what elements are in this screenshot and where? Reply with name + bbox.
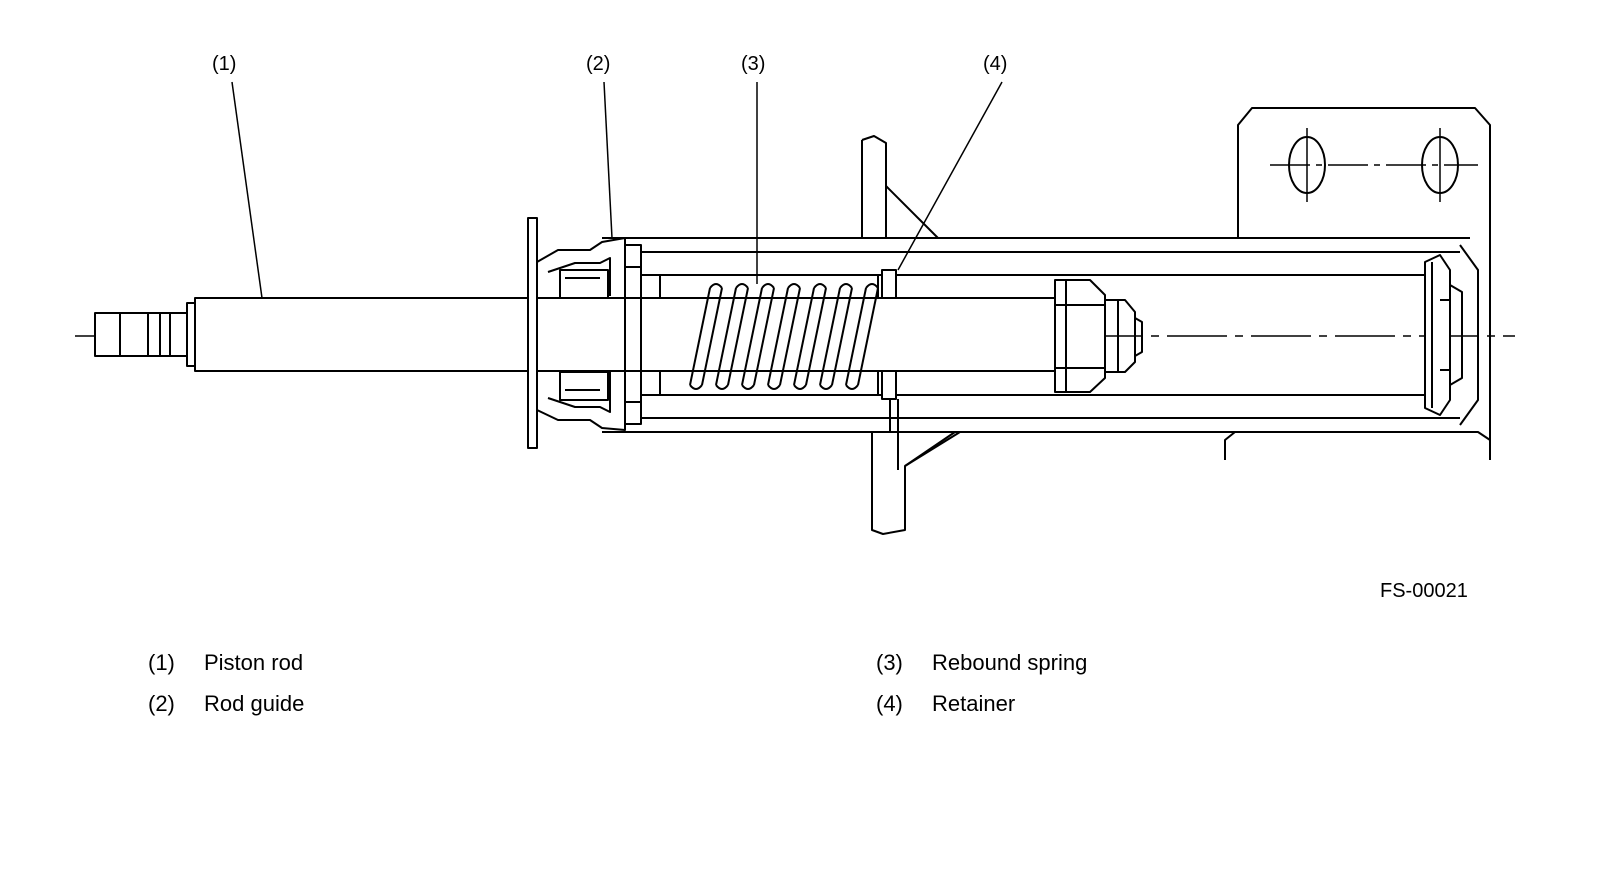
mounting-bracket: [1224, 107, 1491, 460]
legend-text: Rod guide: [204, 691, 305, 716]
inner-cylinder: [640, 267, 1440, 402]
base-valve: [1424, 240, 1491, 460]
legend-number: (1): [148, 650, 175, 675]
rebound-spring: [689, 283, 879, 390]
legend-number: (3): [876, 650, 903, 675]
bearing-plate: [527, 217, 538, 449]
retainer: [877, 269, 899, 470]
callout-label-1: (1): [212, 53, 236, 75]
callout-label-3: (3): [741, 53, 765, 75]
legend-text: Rebound spring: [932, 650, 1088, 675]
figure-id: FS-00021: [1380, 580, 1468, 602]
rod-threaded-end: [94, 302, 196, 367]
callout-label-4: (4): [983, 53, 1007, 75]
leader-lines: [231, 81, 1003, 299]
rod-guide: [536, 237, 642, 431]
legend-item-rebound-spring: (3) Rebound spring: [876, 650, 1087, 676]
legend-number: (4): [876, 691, 903, 716]
legend-text: Piston rod: [204, 650, 304, 675]
legend-text: Retainer: [932, 691, 1016, 716]
spring-seat-flange: [861, 135, 961, 535]
legend-item-piston-rod: (1) Piston rod: [148, 650, 303, 676]
legend-number: (2): [148, 691, 175, 716]
piston-valve-assembly: [1054, 279, 1143, 393]
legend-item-retainer: (4) Retainer: [876, 691, 1015, 717]
callout-label-2: (2): [586, 53, 610, 75]
legend-item-rod-guide: (2) Rod guide: [148, 691, 304, 717]
